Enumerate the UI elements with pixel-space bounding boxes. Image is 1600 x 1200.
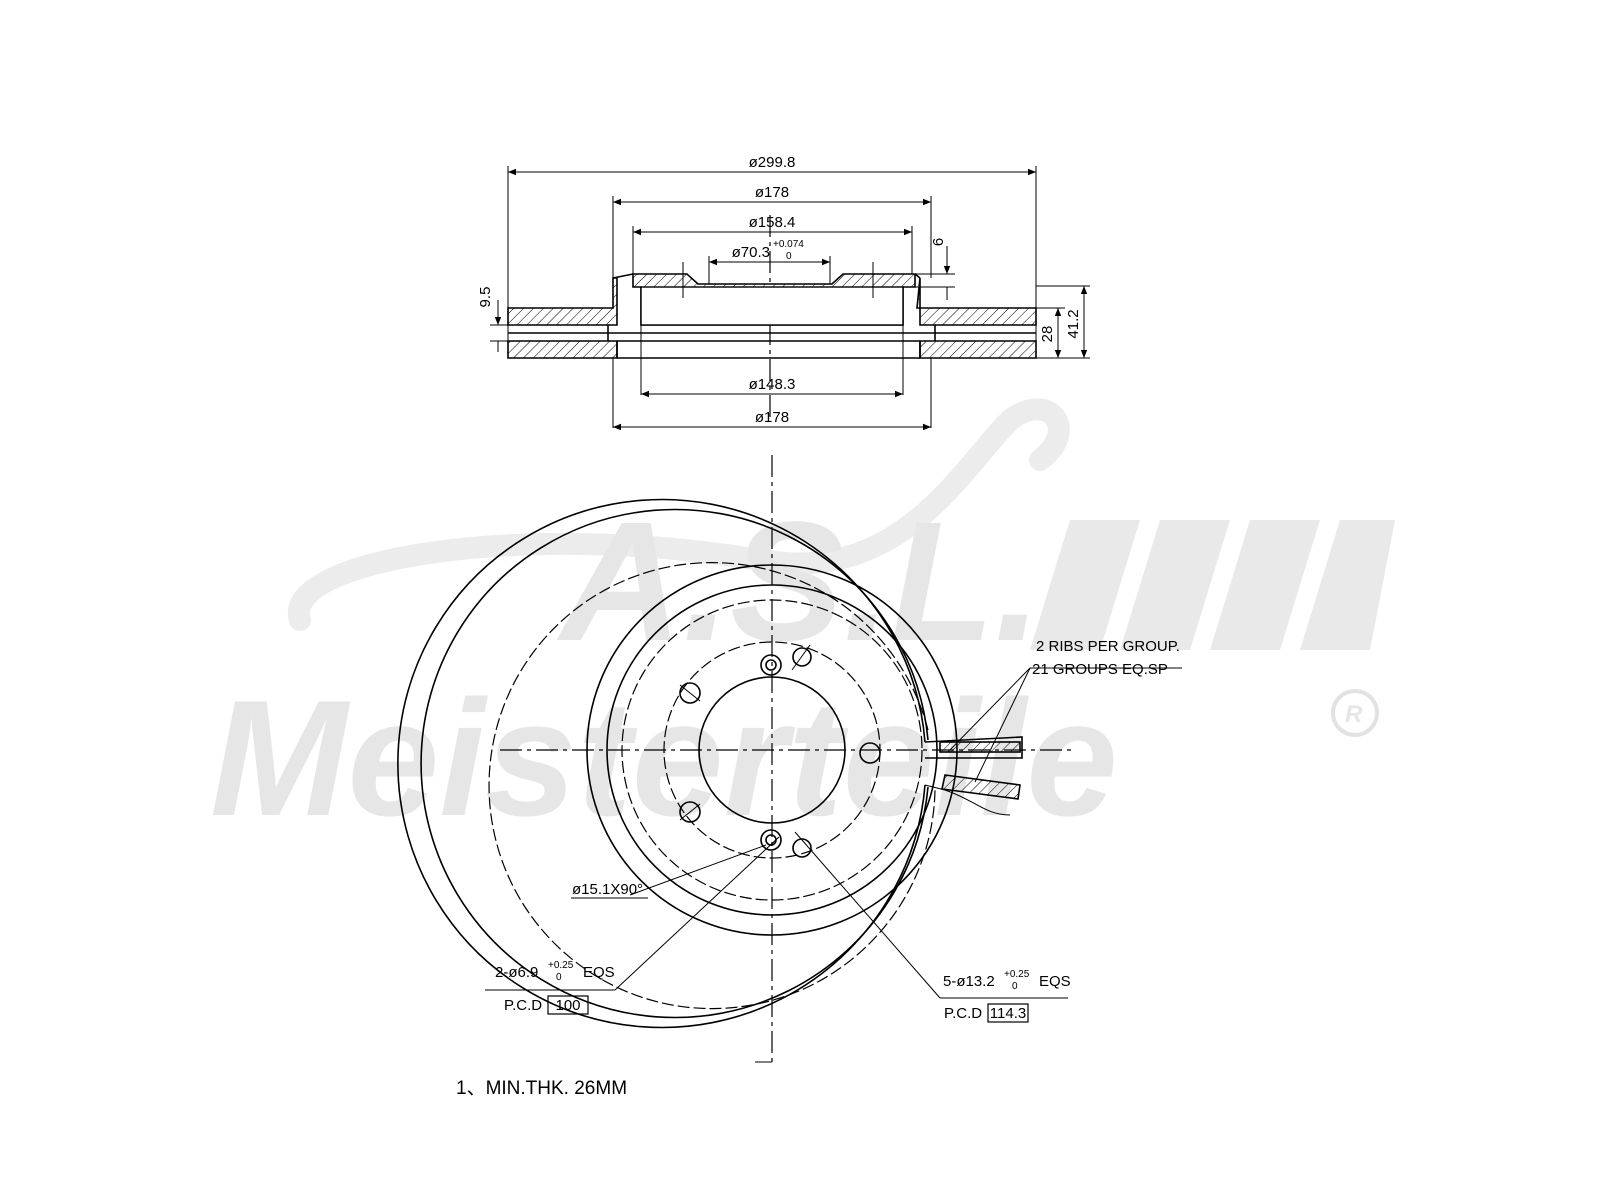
small-holes-pcd-box: [547, 995, 589, 1015]
small-holes-pcd-value: 100: [555, 997, 580, 1014]
bolt-hole: [679, 801, 701, 823]
bolt-hole: [760, 829, 782, 851]
bolt-hole: [679, 682, 701, 704]
friction-ring-line: [488, 562, 936, 1010]
left-top-plate: [507, 277, 618, 326]
bolt-holes-suffix: EQS: [1039, 973, 1071, 990]
watermark-registered-icon: [1331, 689, 1379, 737]
bolt-hole-inner: [765, 659, 777, 671]
rib-hatch-a: [939, 741, 1021, 753]
bolt-holes-pcd-box: [987, 1003, 1029, 1023]
min-thickness-note: 1、MIN.THK. 26MM: [456, 1078, 627, 1099]
right-bottom-plate: [919, 340, 1037, 359]
watermark-stripes: [1030, 520, 1395, 650]
rib-cutout-a: [924, 736, 1023, 759]
rib-outline-b: [924, 784, 1011, 816]
dim-hat-outer-bottom: ø178: [755, 409, 789, 426]
dim-total-height: 41.2: [1065, 309, 1082, 338]
leader-small-holes: [614, 836, 780, 991]
hat-right-wall: [914, 273, 921, 279]
bolt-hole: [760, 654, 782, 676]
leader-lines: [485, 667, 1182, 999]
extension-lines: [490, 166, 1090, 428]
bolt-holes-pcd-value: 114.3: [990, 1005, 1026, 1022]
section-dimensions: ø299.8 ø178 ø158.4 ø70.3 +0.074 0 6 9.5 …: [477, 154, 1088, 431]
rib-hatch-b: [941, 774, 1021, 800]
dim-center-bore-tol-lower: 0: [786, 251, 792, 262]
small-hole: [792, 838, 812, 858]
ribs-note-line2: 21 GROUPS EQ.SP: [1032, 661, 1168, 678]
dim-plate-thickness: 9.5: [477, 287, 494, 308]
dim-hat-inner-top: ø158.4: [749, 214, 796, 231]
dim-hat-outer-top: ø178: [755, 184, 789, 201]
bolt-hole: [859, 742, 881, 764]
bolt-holes-tol-upper: +0.25: [1004, 969, 1030, 980]
dim-inner-diameter-bottom: ø148.3: [749, 376, 796, 393]
countersink-note: ø15.1X90°: [572, 881, 643, 898]
small-holes-note: 2-ø6.9: [495, 964, 538, 981]
front-annotations: 2 RIBS PER GROUP. 21 GROUPS EQ.SP ø15.1X…: [495, 638, 1180, 1023]
hat-cavity: [640, 286, 904, 326]
bolt-holes: [679, 644, 881, 858]
hat-inner-circle: [606, 584, 938, 916]
bolt-holes-pcd-label: P.C.D: [944, 1005, 982, 1022]
left-bottom-plate: [507, 340, 618, 359]
pcd-circle-outer: [621, 599, 923, 901]
small-holes-tol-upper: +0.25: [548, 960, 574, 971]
section-view: ø299.8 ø178 ø158.4 ø70.3 +0.074 0 6 9.5 …: [477, 154, 1090, 431]
watermark-registered-letter: R: [1345, 701, 1363, 728]
small-holes-pcd-label: P.C.D: [504, 997, 542, 1014]
bolt-holes-note: 5-ø13.2: [943, 973, 995, 990]
ribs-note-line1: 2 RIBS PER GROUP.: [1036, 638, 1180, 655]
hat-left-wall: [612, 273, 634, 279]
front-view: 2 RIBS PER GROUP. 21 GROUPS EQ.SP ø15.1X…: [397, 455, 1182, 1063]
bolt-holes-tol-lower: 0: [1012, 981, 1018, 992]
right-top-plate: [916, 277, 1037, 326]
leader-ribs-a: [947, 667, 1031, 753]
dim-outer-diameter: ø299.8: [749, 154, 796, 171]
dim-hat-depth: 6: [930, 238, 947, 246]
disc-outer-inner-edge: [420, 508, 929, 1019]
small-holes-tol-lower: 0: [556, 972, 562, 983]
dim-center-bore: ø70.3: [732, 244, 770, 261]
small-holes-suffix: EQS: [583, 964, 615, 981]
dim-center-bore-tol-upper: +0.074: [773, 239, 804, 250]
leader-ribs-b: [974, 667, 1031, 783]
watermark: A.S.L. Meisterteile R: [210, 398, 1395, 850]
leader-bolt-holes: [794, 831, 941, 999]
dim-disc-thickness: 28: [1039, 326, 1056, 343]
watermark-swoosh: [287, 398, 1070, 631]
small-hole: [792, 647, 812, 667]
leader-countersink: [629, 844, 767, 896]
center-bore-circle: [698, 676, 846, 824]
